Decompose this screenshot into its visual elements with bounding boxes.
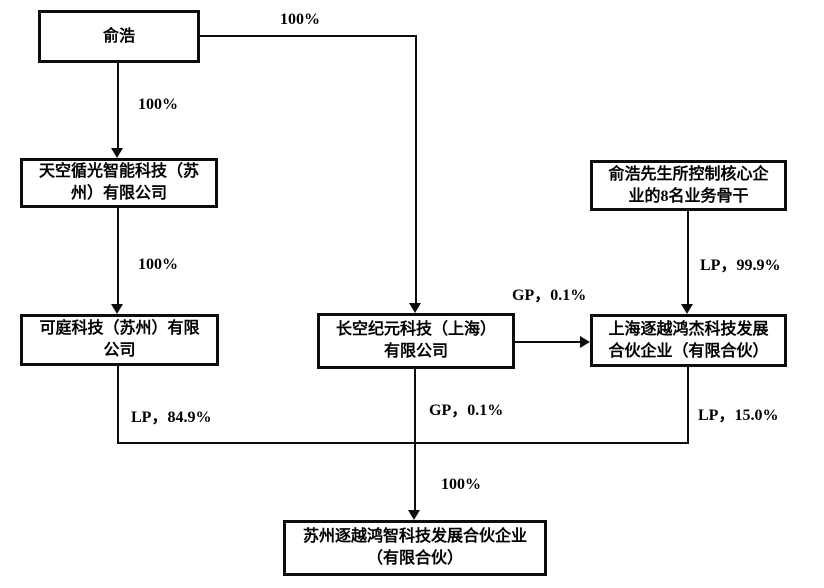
connector-collector-horizontal	[117, 442, 689, 444]
arrowhead-down-shanghai-icon	[681, 304, 693, 314]
node-shanghai-zhuyue-hongjie: 上海逐越鸿杰科技发展合伙企业（有限合伙）	[590, 314, 787, 367]
edge-label-yuhao-tiankong: 100%	[138, 96, 178, 114]
connector-merged-suzhou	[414, 369, 416, 512]
arrowhead-down-tiankong-icon	[111, 148, 123, 158]
node-core-staff-label: 俞浩先生所控制核心企业的8名业务骨干	[608, 165, 769, 205]
node-tiankong-xunguang: 天空循光智能科技（苏州）有限公司	[20, 158, 218, 208]
node-suzhou-zhuyue-hongzhi: 苏州逐越鸿智科技发展合伙企业（有限合伙）	[283, 520, 547, 576]
node-core-staff: 俞浩先生所控制核心企业的8名业务骨干	[590, 160, 787, 211]
connector-staff-shanghai	[687, 211, 689, 306]
connector-yuhao-changkong-horizontal	[200, 35, 417, 37]
arrowhead-down-changkong-icon	[409, 303, 421, 313]
arrowhead-down-keting-icon	[111, 304, 123, 314]
connector-changkong-shanghai	[515, 341, 582, 343]
node-changkong-jiyuan: 长空纪元科技（上海）有限公司	[317, 313, 515, 369]
connector-yuhao-tiankong	[117, 63, 119, 150]
edge-label-changkong-shanghai: GP，0.1%	[512, 281, 587, 305]
edge-label-changkong-suzhou: GP，0.1%	[429, 396, 504, 420]
edge-label-shanghai-suzhou: LP，15.0%	[698, 401, 779, 425]
edge-label-keting-suzhou: LP，84.9%	[131, 403, 212, 427]
node-shanghai-zhuyue-hongjie-label: 上海逐越鸿杰科技发展合伙企业（有限合伙）	[608, 320, 769, 360]
edge-label-tiankong-keting: 100%	[138, 256, 178, 274]
connector-shanghai-collector	[687, 367, 689, 444]
arrowhead-right-shanghai-icon	[580, 336, 590, 348]
node-suzhou-zhuyue-hongzhi-label: 苏州逐越鸿智科技发展合伙企业（有限合伙）	[302, 528, 527, 567]
arrowhead-down-suzhou-icon	[408, 510, 420, 520]
edge-label-staff-shanghai: LP，99.9%	[700, 251, 781, 275]
node-changkong-jiyuan-label: 长空纪元科技（上海）有限公司	[335, 321, 496, 360]
connector-tiankong-keting	[117, 208, 119, 306]
node-keting-label: 可庭科技（苏州）有限公司	[39, 320, 200, 359]
edge-label-yuhao-changkong: 100%	[280, 11, 320, 29]
node-yuhao: 俞浩	[38, 10, 200, 63]
edge-label-merged-suzhou: 100%	[441, 476, 481, 494]
node-keting: 可庭科技（苏州）有限公司	[20, 314, 219, 366]
node-yuhao-label: 俞浩	[102, 27, 135, 45]
connector-yuhao-changkong-vertical	[415, 35, 417, 305]
node-tiankong-xunguang-label: 天空循光智能科技（苏州）有限公司	[38, 163, 199, 202]
connector-keting-collector	[117, 366, 119, 444]
